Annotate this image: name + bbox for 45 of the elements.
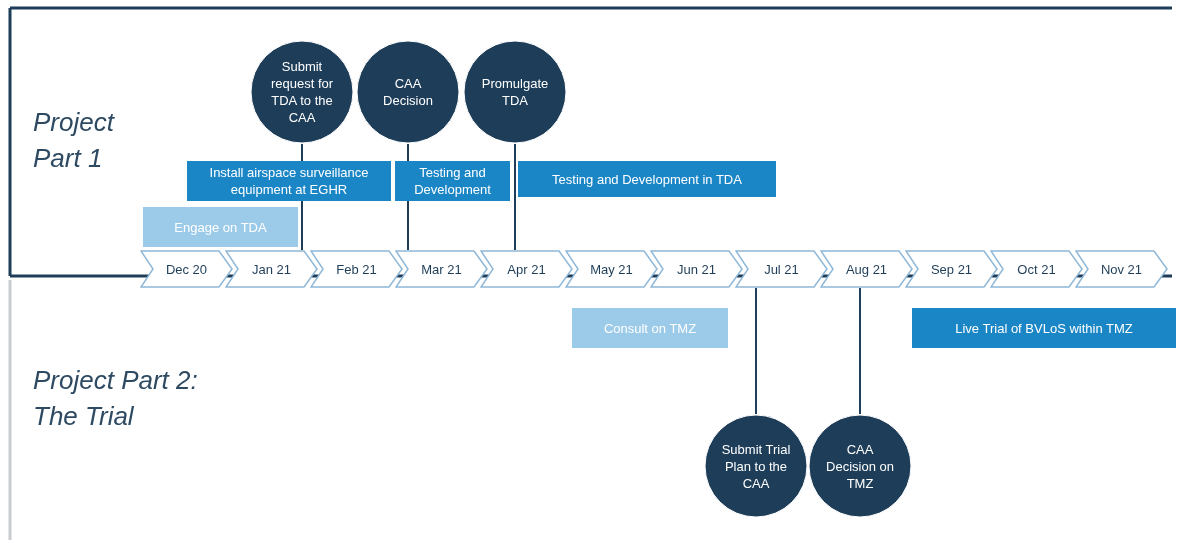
milestone-circle (250, 40, 354, 144)
timeline-month-tab (1075, 250, 1168, 288)
milestone-label: Promulgate TDA (480, 75, 550, 109)
task-bar: Testing and Development in TDA (518, 161, 776, 197)
milestone-circle (808, 414, 912, 518)
timeline-month-tab (310, 250, 403, 288)
milestone-circle (463, 40, 567, 144)
month-label: Jan 21 (251, 260, 291, 278)
month-label: Feb 21 (336, 260, 377, 278)
timeline-month-tab (990, 250, 1083, 288)
month-label: Oct 21 (1017, 260, 1056, 278)
month-label: Dec 20 (165, 260, 208, 278)
month-label: May 21 (590, 260, 633, 278)
milestone-circle (704, 414, 808, 518)
milestone-label: Submit request for TDA to the CAA (269, 58, 335, 126)
timeline-month-tab (480, 250, 573, 288)
month-label: Nov 21 (1100, 260, 1143, 278)
task-bar: Testing and Development (395, 161, 510, 201)
milestone-circle (356, 40, 460, 144)
timeline-month-tab (735, 250, 828, 288)
timeline-month-tab (820, 250, 913, 288)
task-bar: Install airspace surveillance equipment at EGHR (187, 161, 391, 201)
milestone-label: Submit Trial Plan to the CAA (720, 440, 792, 492)
timeline-month-tab (140, 250, 233, 288)
leader-line (755, 287, 757, 415)
month-label: Sep 21 (930, 260, 973, 278)
month-label: Mar 21 (421, 260, 462, 278)
leader-line (514, 143, 516, 251)
month-label: Apr 21 (507, 260, 546, 278)
timeline-month-tab (225, 250, 318, 288)
task-bar: Live Trial of BVLoS within TMZ (912, 308, 1176, 348)
task-bar: Engage on TDA (143, 207, 298, 247)
section-heading: Project Part 1 (33, 106, 116, 175)
leader-line (859, 287, 861, 415)
month-label: Aug 21 (845, 260, 888, 278)
timeline-month-tab (395, 250, 488, 288)
timeline-month-tab (905, 250, 998, 288)
section-heading: Project Part 2: The Trial (33, 364, 198, 433)
timeline-month-tab (650, 250, 743, 288)
milestone-label: CAA Decision (382, 75, 434, 109)
month-label: Jul 21 (764, 260, 799, 278)
task-bar: Consult on TMZ (572, 308, 728, 348)
month-label: Jun 21 (676, 260, 716, 278)
timeline-month-tab (565, 250, 658, 288)
milestone-label: CAA Decision on TMZ (825, 440, 895, 492)
